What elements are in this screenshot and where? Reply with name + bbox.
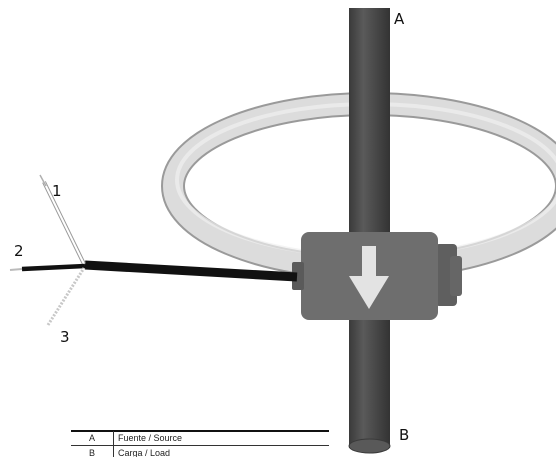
current-direction-arrow-icon xyxy=(349,246,389,309)
label-wire-1: 1 xyxy=(52,182,62,200)
primary-conductor xyxy=(348,8,391,454)
legend-text: Fuente / Source xyxy=(113,431,329,446)
label-wire-3: 3 xyxy=(60,328,70,346)
legend-key: A xyxy=(71,431,114,446)
label-b: B xyxy=(399,426,410,444)
coil-clamp-body xyxy=(292,232,462,320)
wire-2 xyxy=(9,263,86,272)
output-cable xyxy=(84,260,298,282)
wire-1 xyxy=(39,174,86,265)
legend-text: Carga / Load xyxy=(113,445,329,457)
legend-key: B xyxy=(71,445,114,457)
label-wire-2: 2 xyxy=(14,242,24,260)
label-a: A xyxy=(394,10,405,28)
wire-3 xyxy=(46,267,86,326)
